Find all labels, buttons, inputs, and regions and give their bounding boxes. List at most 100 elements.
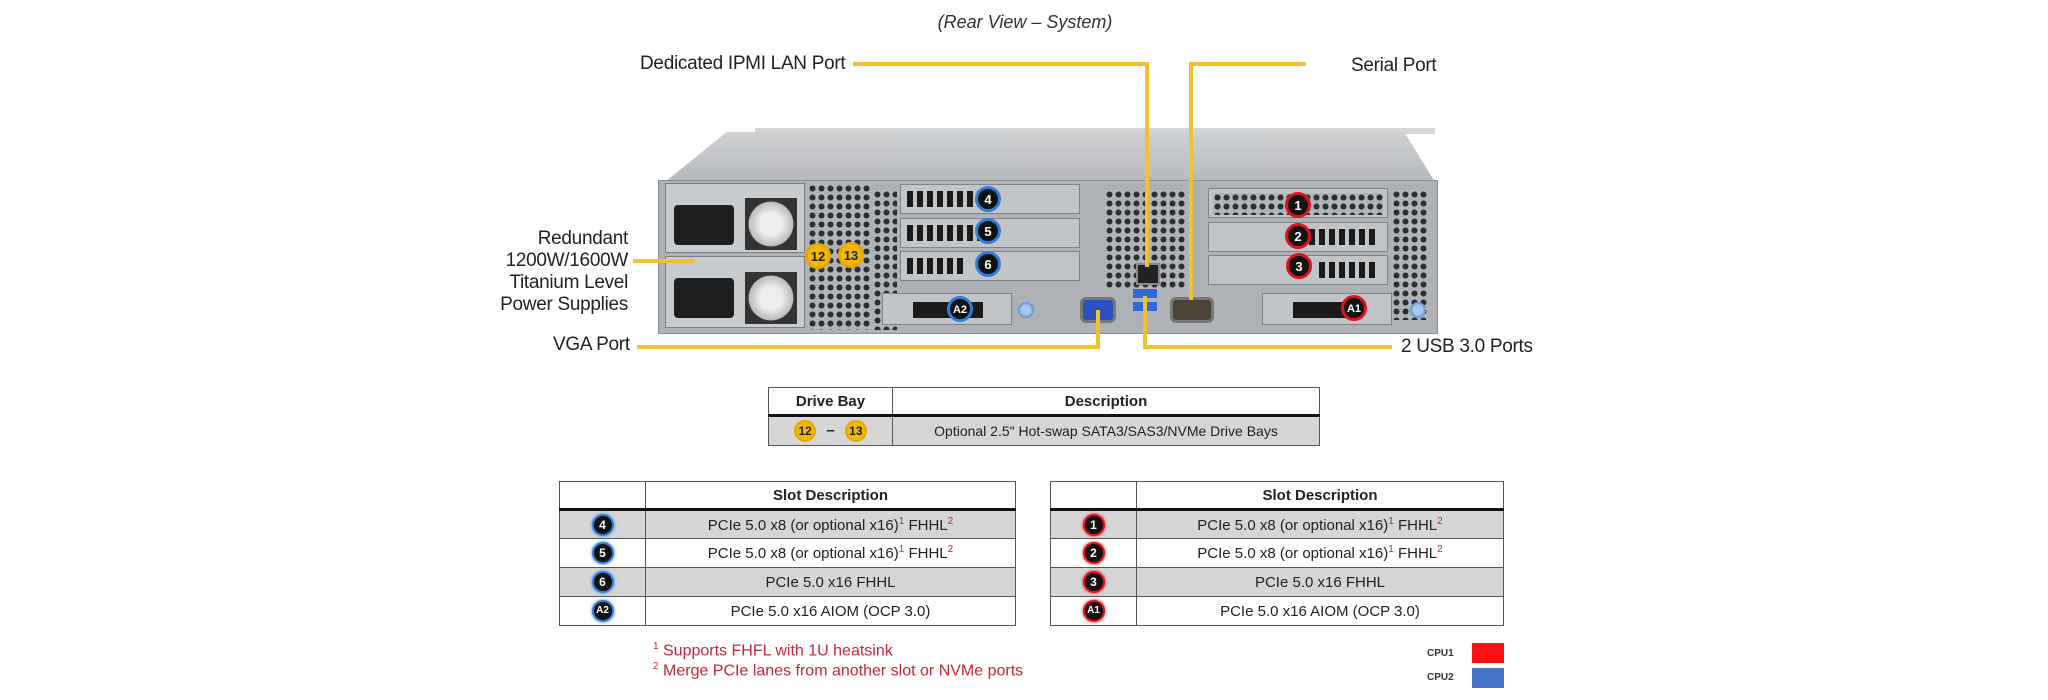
table-row: 12 – 13 Optional 2.5" Hot-swap SATA3/SAS… <box>768 415 1320 446</box>
slot-badge-cell: 1 <box>1050 509 1137 539</box>
slot-text: PCIe 5.0 x16 AIOM (OCP 3.0) <box>1220 603 1420 620</box>
psu-label-line: Titanium Level <box>509 272 628 293</box>
leader-line-serial <box>1189 62 1193 300</box>
label-usb-ports: 2 USB 3.0 Ports <box>1401 336 1533 357</box>
slot-badge-cell: 4 <box>559 509 646 539</box>
chassis-lid-edge <box>755 128 1435 134</box>
footnote-ref: 2 <box>1437 544 1443 555</box>
footnote-ref: 1 <box>898 544 905 555</box>
slot-description: PCIe 5.0 x16 AIOM (OCP 3.0) <box>645 596 1016 626</box>
drive-bay-header: Drive Bay <box>768 387 893 417</box>
slot-description: PCIe 5.0 x16 FHHL <box>1136 567 1504 597</box>
footnote-text: Merge PCIe lanes from another slot or NV… <box>658 662 1024 680</box>
thumbscrew-icon <box>1410 302 1426 318</box>
drive-bay-range: 12 – 13 <box>768 415 893 446</box>
table-row: 4 PCIe 5.0 x8 (or optional x16)1 FHHL2 <box>559 509 1016 539</box>
psu-label-line: 1200W/1600W <box>505 250 629 271</box>
slot-text: PCIe 5.0 x8 (or optional x16) <box>707 545 899 562</box>
slot-badge-cell: 6 <box>559 567 646 597</box>
leader-line-usb <box>1143 296 1147 349</box>
badge-slot-1: 1 <box>1285 192 1311 218</box>
slot-description: PCIe 5.0 x16 AIOM (OCP 3.0) <box>1136 596 1504 626</box>
drive-bay-table: Drive Bay Description 12 – 13 Optional 2… <box>768 387 1320 446</box>
thumbscrew-icon <box>1018 302 1034 318</box>
badge-slot-3: 3 <box>1286 253 1312 279</box>
table-row: 5 PCIe 5.0 x8 (or optional x16)1 FHHL2 <box>559 538 1016 568</box>
label-ipmi-lan-port: Dedicated IPMI LAN Port <box>640 53 846 74</box>
psu-label-line: Redundant <box>537 228 629 249</box>
table-row: 3 PCIe 5.0 x16 FHHL <box>1050 567 1504 597</box>
chassis-top <box>665 132 1435 182</box>
leader-line-usb <box>1143 345 1392 349</box>
vent-grill <box>1392 190 1428 320</box>
range-dash: – <box>826 421 835 439</box>
leader-line-vga <box>637 345 1100 349</box>
leader-line-vga <box>1096 310 1100 349</box>
slot-text-suffix: FHHL <box>904 545 948 562</box>
badge-slot-5: 5 <box>591 542 614 564</box>
badge-slot-2: 2 <box>1082 542 1105 564</box>
slot-description: PCIe 5.0 x8 (or optional x16)1 FHHL2 <box>645 538 1016 568</box>
drive-description: Optional 2.5" Hot-swap SATA3/SAS3/NVMe D… <box>892 415 1320 446</box>
psu-fan-icon <box>745 198 797 250</box>
slot-badge-cell: 3 <box>1050 567 1137 597</box>
slot-description: PCIe 5.0 x8 (or optional x16)1 FHHL2 <box>1136 509 1504 539</box>
footnote-ref: 1 <box>1388 515 1394 527</box>
badge-slot-a1: A1 <box>1341 295 1367 321</box>
footnote-ref: 2 <box>1437 515 1443 527</box>
legend-label-cpu2: CPU2 <box>1427 672 1454 683</box>
slot-text: PCIe 5.0 x16 FHHL <box>1254 574 1386 591</box>
slot-badge-cell: 2 <box>1050 538 1137 568</box>
badge-drive-13: 13 <box>838 242 864 268</box>
footnote-ref: 1 <box>1388 544 1394 555</box>
badge-slot-5: 5 <box>975 218 1001 244</box>
leader-line-ipmi <box>853 62 1148 66</box>
footnote-ref: 2 <box>947 515 954 527</box>
slot-text: PCIe 5.0 x8 (or optional x16) <box>1197 516 1389 534</box>
description-header: Description <box>892 387 1320 417</box>
badge-drive-13: 13 <box>844 420 867 442</box>
slot-badge-cell: A1 <box>1050 596 1137 626</box>
slot-text-suffix: FHHL <box>904 516 948 534</box>
badge-slot-2: 2 <box>1285 223 1311 249</box>
badge-slot-6: 6 <box>975 251 1001 277</box>
footnote-text: Supports FHFL with 1U heatsink <box>658 642 893 660</box>
footnote-ref: 1 <box>898 515 905 527</box>
badge-slot-4: 4 <box>975 186 1001 212</box>
badge-drive-12: 12 <box>794 420 817 442</box>
badge-slot-6: 6 <box>591 571 614 593</box>
badge-slot-a2: A2 <box>947 296 973 322</box>
aiom-slot-a1-bracket <box>1262 293 1392 325</box>
power-inlet-icon <box>674 205 734 245</box>
slot-badge-cell: A2 <box>559 596 646 626</box>
badge-slot-a1: A1 <box>1082 600 1105 622</box>
footnote-2: 2 Merge PCIe lanes from another slot or … <box>653 661 1023 680</box>
power-inlet-icon <box>674 278 734 318</box>
slot-badge-cell: 5 <box>559 538 646 568</box>
legend-swatch-cpu1 <box>1472 643 1504 663</box>
legend-label-cpu1: CPU1 <box>1427 648 1454 659</box>
psu-label-line: Power Supplies <box>500 294 628 315</box>
leader-line-psu <box>633 259 695 263</box>
leader-line-serial <box>1189 62 1306 66</box>
slot-description: PCIe 5.0 x8 (or optional x16)1 FHHL2 <box>645 509 1016 539</box>
footnote-mark: 2 <box>653 661 659 672</box>
label-vga-port: VGA Port <box>553 334 630 355</box>
slot-text: PCIe 5.0 x16 AIOM (OCP 3.0) <box>730 603 931 620</box>
badge-slot-3: 3 <box>1082 571 1105 593</box>
table-row: 6 PCIe 5.0 x16 FHHL <box>559 567 1016 597</box>
slot-text-suffix: FHHL <box>1393 516 1438 534</box>
psu-fan-icon <box>745 272 797 324</box>
badge-slot-1: 1 <box>1082 513 1105 536</box>
slot-description-header: Slot Description <box>1136 481 1504 511</box>
slot-description: PCIe 5.0 x8 (or optional x16)1 FHHL2 <box>1136 538 1504 568</box>
label-serial-port: Serial Port <box>1351 55 1437 76</box>
slot-text: PCIe 5.0 x16 FHHL <box>765 574 896 591</box>
badge-slot-4: 4 <box>591 513 614 536</box>
diagram-title: (Rear View – System) <box>937 12 1113 32</box>
leader-line-ipmi <box>1145 62 1149 267</box>
slot-badge-header <box>559 481 646 511</box>
label-power-supplies: Redundant 1200W/1600W Titanium Level Pow… <box>470 228 628 316</box>
slot-badge-header <box>1050 481 1137 511</box>
